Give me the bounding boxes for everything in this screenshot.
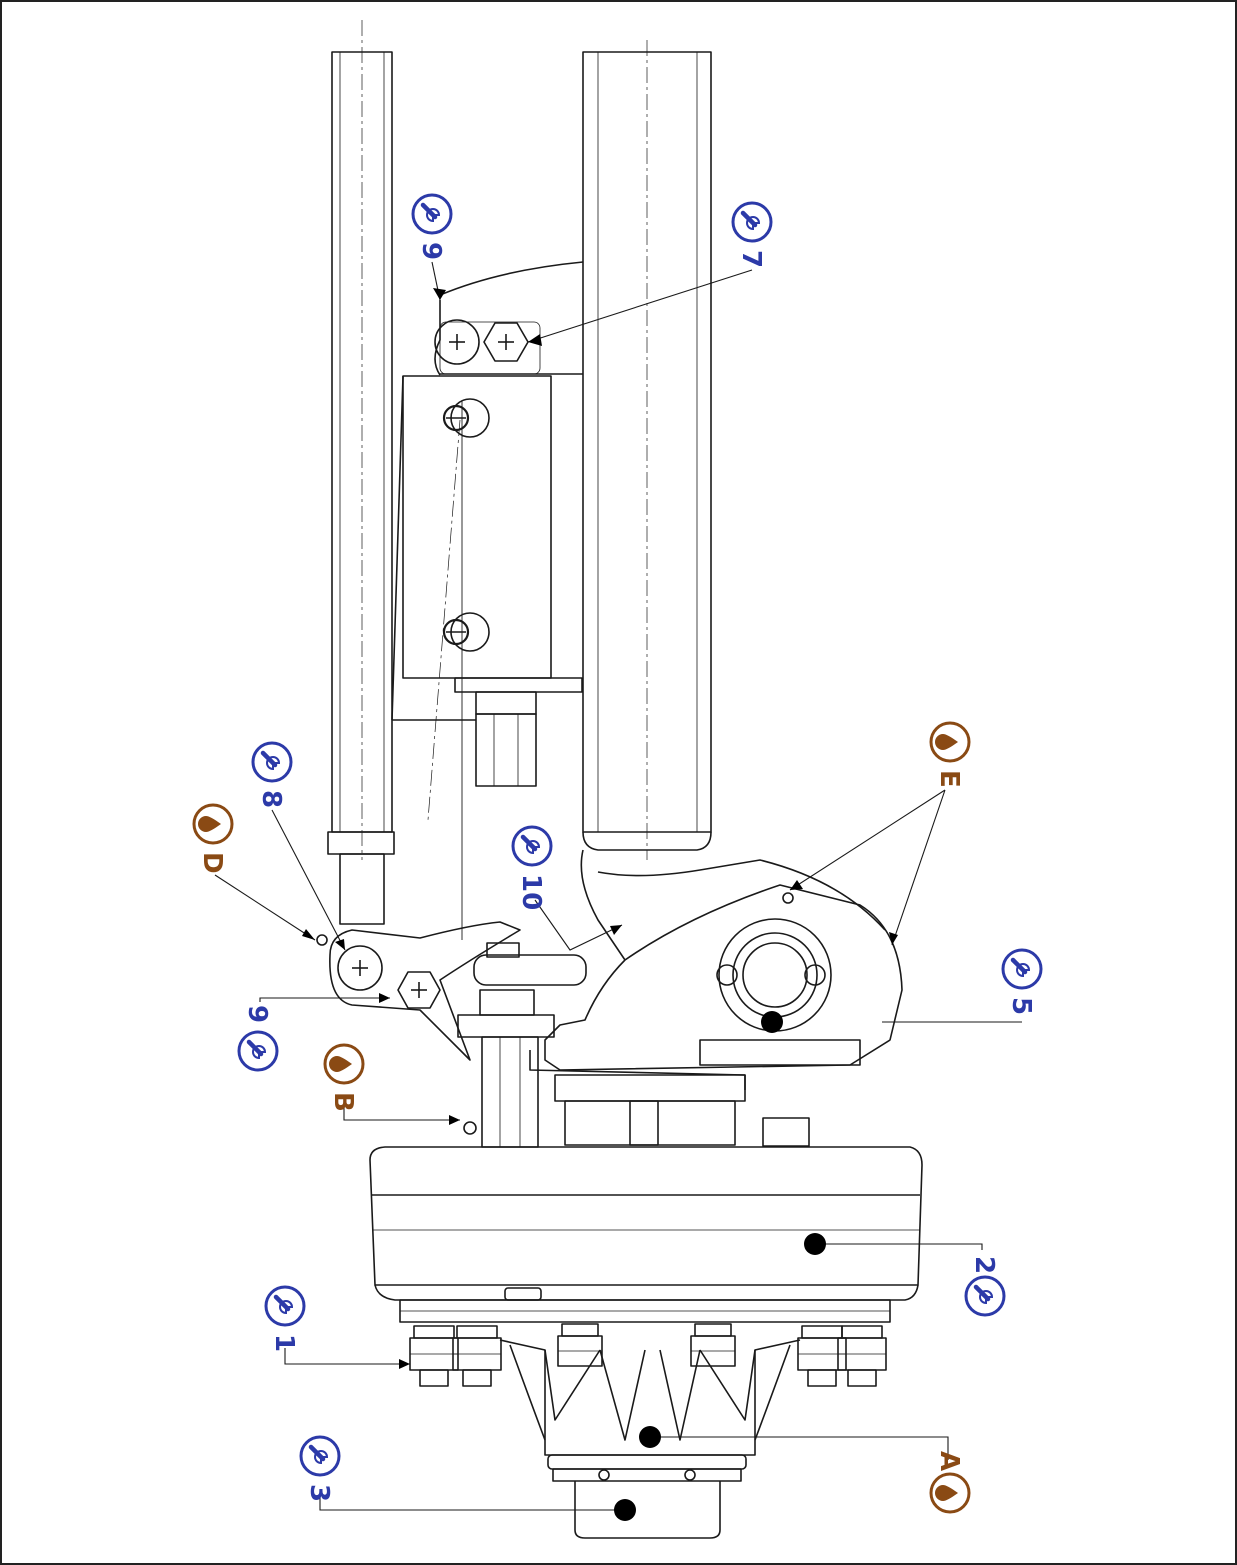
leader-A [650, 1436, 949, 1460]
lube-callout-D: D [192, 803, 234, 874]
leader-3 [319, 1490, 625, 1511]
leader-7 [527, 269, 753, 343]
torque-label: 2 [969, 1256, 999, 1274]
leader-lines [214, 261, 1022, 1511]
leader-1 [284, 1348, 410, 1365]
fill-point-dot [804, 1233, 826, 1255]
lube-callout-B: B [323, 1043, 365, 1112]
lube-callouts: E D B A [192, 721, 971, 1514]
assembly-drawing [316, 20, 923, 1539]
torque-label: 7 [736, 250, 766, 268]
fill-point-dots [614, 1011, 826, 1521]
torque-label: 1 [269, 1334, 299, 1352]
torque-label: 3 [304, 1484, 334, 1502]
lube-label: E [934, 770, 964, 788]
leader-E [789, 789, 946, 946]
lube-label: A [934, 1451, 964, 1471]
cylinder-bracket [391, 261, 584, 940]
arrow-heads [302, 288, 898, 1369]
leader-8 [271, 809, 346, 951]
upper-gear-housing [529, 849, 903, 1147]
leader-2 [815, 1243, 983, 1250]
torque-callout-1: 1 [264, 1285, 306, 1352]
torque-callout-3: 3 [299, 1435, 341, 1502]
fill-point-dot [614, 1499, 636, 1521]
torque-label: 8 [256, 790, 286, 808]
torque-callouts: 9 7 8 10 5 9 2 [237, 193, 1043, 1502]
torque-callout-10: 10 [511, 825, 553, 910]
torque-callout-9-bottom: 9 [237, 1005, 279, 1072]
torque-callout-7: 7 [731, 201, 773, 268]
leader-9-bottom [259, 997, 390, 1002]
leader-10 [534, 899, 623, 951]
torque-callout-2: 2 [964, 1256, 1006, 1317]
bottom-gearbox [499, 1339, 801, 1539]
steering-linkage [316, 892, 794, 1148]
fill-point-dot [639, 1426, 661, 1448]
lube-label: D [197, 852, 227, 874]
torque-callout-5: 5 [1001, 948, 1043, 1015]
torque-label: 10 [516, 874, 546, 910]
torque-label: 9 [242, 1005, 272, 1023]
right-tube [582, 40, 712, 860]
torque-callout-8: 8 [251, 741, 293, 808]
lube-callout-A: A [929, 1451, 971, 1514]
drum-housing [369, 1146, 923, 1323]
lube-callout-E: E [929, 721, 971, 788]
left-tube [327, 20, 395, 925]
fill-point-dot [761, 1011, 783, 1033]
leader-B [343, 1095, 460, 1121]
torque-callout-9-top: 9 [411, 193, 453, 260]
bolt-row [409, 1323, 887, 1387]
leader-D [214, 874, 316, 941]
torque-label: 9 [416, 242, 446, 260]
torque-label: 5 [1006, 997, 1036, 1015]
lube-label: B [328, 1092, 358, 1112]
